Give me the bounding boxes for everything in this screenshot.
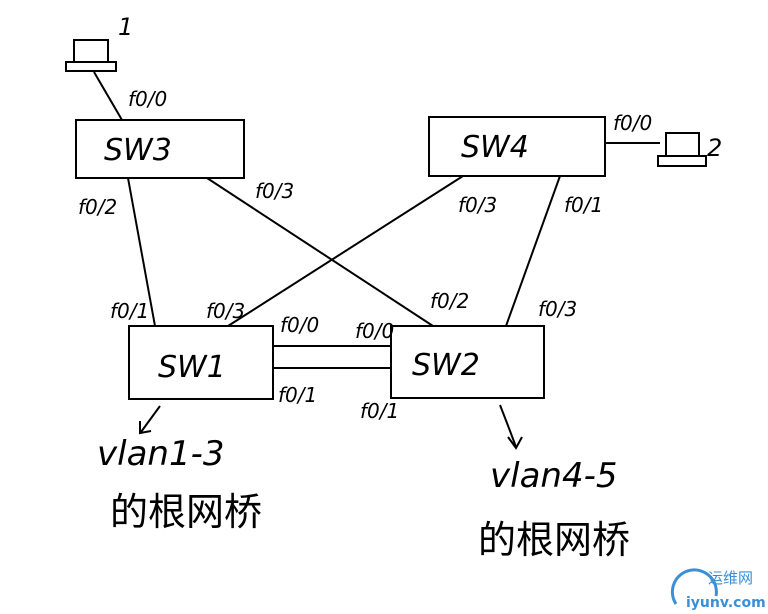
port-sw4-sw2: f0/1: [564, 193, 603, 217]
sw1-label: SW1: [158, 350, 226, 385]
host-2-label: 2: [707, 134, 722, 162]
host-2-icon: [657, 132, 707, 167]
sw3-label: SW3: [104, 133, 172, 168]
watermark-logo: 运维网 iyunv.com: [670, 568, 766, 611]
note-right-cn: 的根网桥: [478, 518, 630, 562]
links: [93, 71, 660, 369]
arrow-left-icon: [139, 405, 161, 435]
port-sw2-sw3: f0/2: [430, 289, 469, 313]
host-1-label: 1: [118, 13, 133, 41]
watermark-swirl-icon: [670, 568, 718, 605]
link-sw4-sw1: [227, 175, 464, 327]
port-sw2-top: f0/0: [355, 319, 394, 343]
switch-box-sw1: [128, 325, 274, 400]
port-sw1-bot: f0/1: [278, 383, 317, 407]
port-sw1-sw4: f0/3: [206, 299, 245, 323]
link-sw3-sw1: [127, 177, 156, 327]
port-sw3-sw1: f0/2: [78, 195, 117, 219]
link-host1-sw3: [93, 71, 123, 121]
switch-box-sw2: [390, 325, 545, 399]
note-left-vlan: vlan1-3: [97, 434, 224, 474]
port-sw4-host: f0/0: [613, 111, 652, 135]
port-sw2-bot: f0/1: [360, 399, 399, 423]
note-left-cn: 的根网桥: [110, 490, 262, 534]
switch-box-sw3: [75, 119, 245, 179]
link-sw3-sw2: [206, 177, 434, 327]
arrow-right-icon: [499, 404, 523, 450]
watermark-url: iyunv.com: [686, 595, 766, 611]
link-sw4-sw2: [505, 175, 561, 327]
sw4-label: SW4: [461, 130, 529, 165]
sw2-label: SW2: [412, 348, 480, 383]
watermark-cn: 运维网: [708, 569, 753, 587]
host-1-icon: [65, 39, 117, 72]
note-right-vlan: vlan4-5: [490, 456, 617, 496]
port-sw3-host: f0/0: [128, 87, 167, 111]
port-sw3-sw2: f0/3: [255, 179, 294, 203]
port-sw1-sw3: f0/1: [110, 299, 149, 323]
port-sw1-top: f0/0: [280, 313, 319, 337]
port-sw2-sw4: f0/3: [538, 297, 577, 321]
switch-box-sw4: [428, 116, 606, 177]
port-sw4-sw1: f0/3: [458, 193, 497, 217]
